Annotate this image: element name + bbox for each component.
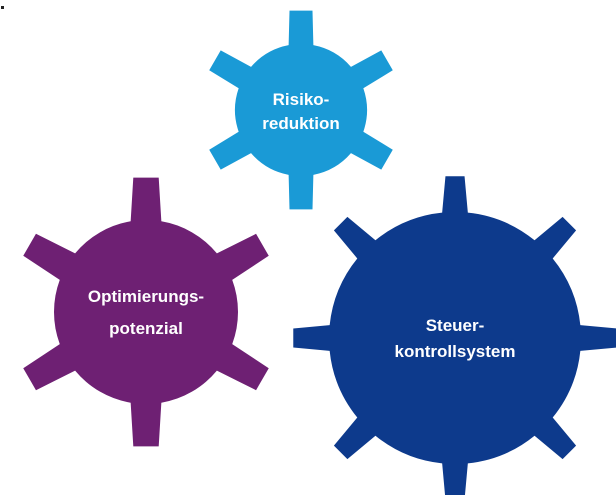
gear-shape-risikoreduktion (209, 10, 393, 210)
gear-label-risikoreduktion-line-1: Risiko- (273, 90, 330, 109)
gear-shape-optimierungspotenzial (23, 177, 269, 447)
gear-label-risikoreduktion-line-2: reduktion (262, 114, 339, 133)
gear-risikoreduktion: Risiko- reduktion (209, 10, 393, 210)
gear-label-optimierungspotenzial-line-2: potenzial (109, 319, 183, 338)
gear-steuerkontrollsystem: Steuer- kontrollsystem (293, 176, 616, 495)
gear-optimierungspotenzial: Optimierungs- potenzial (23, 177, 269, 447)
gear-shape-steuerkontrollsystem (293, 176, 616, 495)
stray-dot (1, 6, 4, 9)
gear-label-steuerkontrollsystem-line-1: Steuer- (426, 316, 485, 335)
gear-label-optimierungspotenzial-line-1: Optimierungs- (88, 287, 204, 306)
gear-label-steuerkontrollsystem-line-2: kontrollsystem (395, 342, 516, 361)
